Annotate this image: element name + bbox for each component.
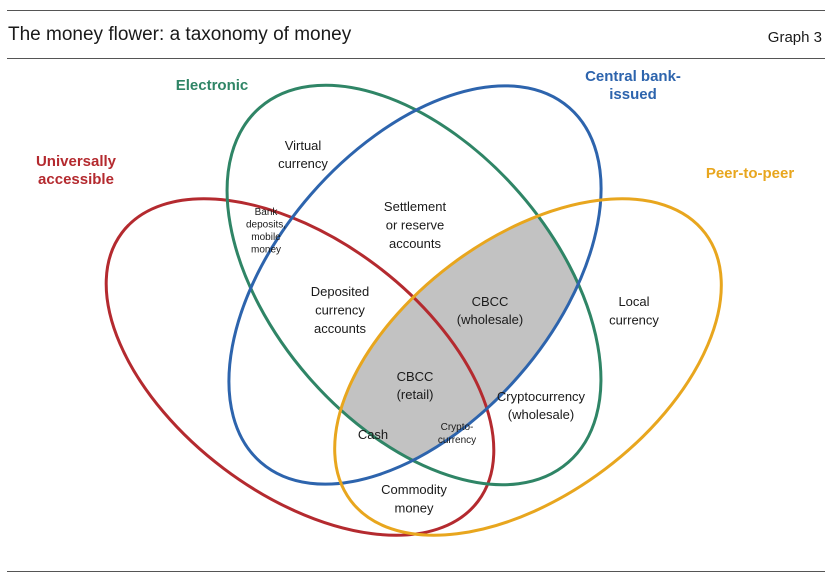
- peer-to-peer-ellipse: [333, 197, 723, 537]
- label-line: accounts: [389, 236, 442, 251]
- region-cbcc-retail: CBCC (retail): [397, 369, 434, 402]
- bottom-rule: [7, 571, 825, 572]
- electronic-ellipse: [225, 83, 603, 487]
- label-line: Universally: [36, 153, 117, 170]
- header-rule: [7, 58, 825, 59]
- region-bank-deposits: Bank deposits,mobile money: [246, 207, 286, 256]
- label-line: issued: [609, 86, 657, 103]
- label-line: Virtual: [285, 138, 322, 153]
- label-line: Cryptocurrency: [497, 389, 586, 404]
- label-line: mobile: [251, 232, 281, 243]
- central-bank-issued-ellipse: [227, 84, 603, 486]
- universally-accessible-ellipse: [104, 197, 496, 537]
- label-line: Peer-to-peer: [706, 165, 795, 182]
- petal-label-central-bank-issued: Central bank-issued: [585, 68, 681, 103]
- region-deposited-currency: Deposited currency accounts: [311, 284, 370, 336]
- region-cryptocurrency-wholesale: Cryptocurrency (wholesale): [497, 389, 586, 422]
- label-line: Cash: [358, 427, 388, 442]
- label-line: accounts: [314, 321, 367, 336]
- region-cash: Cash: [358, 427, 388, 442]
- label-line: CBCC: [472, 294, 509, 309]
- label-line: CBCC: [397, 369, 434, 384]
- graph-number: Graph 3: [767, 29, 822, 46]
- label-line: (wholesale): [457, 312, 523, 327]
- label-line: currency: [438, 435, 476, 446]
- region-local-currency: Local currency: [609, 294, 659, 328]
- label-line: (retail): [397, 387, 434, 402]
- label-line: (wholesale): [508, 407, 574, 422]
- label-line: Bank: [255, 207, 279, 218]
- region-commodity-money: Commodity money: [381, 482, 447, 516]
- label-line: Deposited: [311, 284, 370, 299]
- region-virtual-currency: Virtual currency: [278, 138, 328, 171]
- petal-label-peer-to-peer: Peer-to-peer: [706, 165, 795, 182]
- label-line: Crypto-: [441, 422, 474, 433]
- petal-label-electronic: Electronic: [176, 77, 249, 94]
- label-line: Local: [618, 294, 649, 309]
- region-cryptocurrency-small: Crypto-currency: [438, 422, 476, 446]
- label-line: Electronic: [176, 77, 249, 94]
- region-settlement-accounts: Settlement or reserve accounts: [384, 199, 447, 251]
- label-line: or reserve: [386, 218, 445, 233]
- label-line: Commodity: [381, 482, 447, 497]
- top-rule: [7, 10, 825, 11]
- label-line: currency: [278, 156, 328, 171]
- label-line: money: [394, 501, 434, 516]
- label-line: Settlement: [384, 199, 447, 214]
- region-cbcc-wholesale: CBCC (wholesale): [457, 294, 523, 327]
- page-title: The money flower: a taxonomy of money: [8, 24, 352, 45]
- label-line: currency: [609, 313, 659, 328]
- label-line: money: [251, 245, 281, 256]
- label-line: accessible: [38, 171, 114, 188]
- label-line: deposits,: [246, 220, 286, 231]
- label-line: Central bank-: [585, 68, 681, 85]
- label-line: currency: [315, 303, 365, 318]
